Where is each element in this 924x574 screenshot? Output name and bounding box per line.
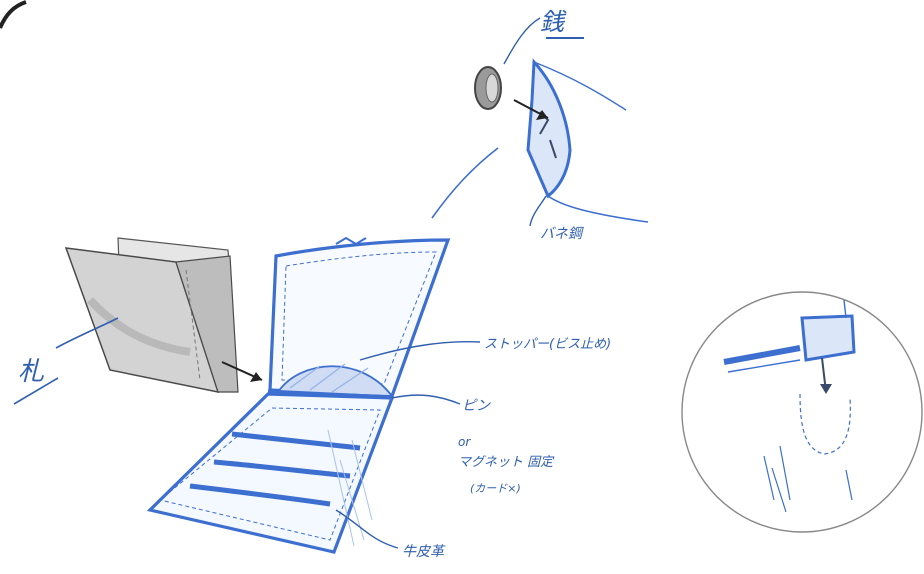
magnet-label-line2: マグネット 固定	[458, 454, 555, 470]
spring-label-group: バネ鋼	[530, 196, 584, 242]
stopper-label: ストッパー(ビス止め)	[484, 337, 611, 352]
pin-label: ピン	[462, 398, 491, 414]
coin-label-group: 銭	[540, 8, 584, 38]
leather-label: 牛皮革	[402, 544, 446, 560]
folded-bill-sketch	[66, 238, 238, 392]
detail-flap	[802, 316, 854, 360]
coin-label: 銭	[540, 8, 567, 36]
corner-curve-fragment	[0, 2, 26, 28]
magnet-label-group: or マグネット 固定 (カード×)	[458, 435, 555, 495]
magnet-label-line1: or	[458, 435, 471, 449]
magnet-label-line3: (カード×)	[470, 482, 521, 495]
bill-label: 札	[18, 357, 44, 387]
spring-steel-label: バネ鋼	[540, 226, 584, 242]
coin-spring-detail	[475, 18, 648, 222]
detail-curve-arrow	[432, 148, 498, 218]
pin-label-group: ピン	[392, 395, 491, 414]
spring-steel-clip	[528, 62, 570, 196]
leather-label-group: 牛皮革	[336, 510, 446, 560]
magnified-detail-circle	[682, 292, 922, 532]
